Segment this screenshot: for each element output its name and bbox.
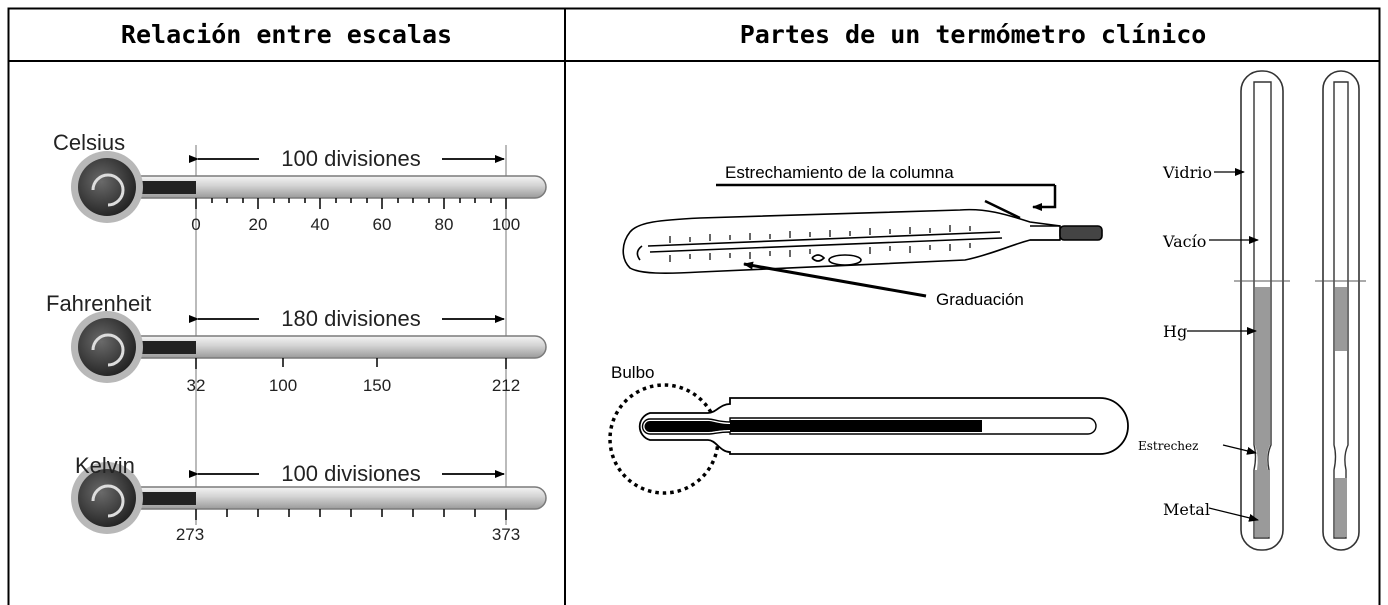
bulb-thermometer [638,397,1129,455]
vacuum-label: Vacío [1162,232,1206,251]
vertical-thermometer [1234,70,1290,551]
mercury-label: Hg [1163,322,1187,341]
celsius-label: Celsius [53,130,125,155]
narrowing-pointer [984,199,1021,220]
sketch-graduation-marks [669,225,971,262]
celsius-tick-label: 100 [492,215,520,234]
kelvin-tick-label: 373 [492,525,520,544]
metal-label: Metal [1163,500,1210,519]
fahrenheit-label: Fahrenheit [46,291,151,316]
fahrenheit-tick-label: 100 [269,376,297,395]
label-leaders [1187,168,1259,522]
kelvin-thermometer [71,462,547,534]
kelvin-span-label: 100 divisiones [281,461,420,486]
left-panel-header: Relación entre escalas [120,19,453,49]
graduation-label: Graduación [936,290,1024,309]
fahrenheit-tick-label: 212 [492,376,520,395]
fahrenheit-ticks [195,358,507,369]
glass-label: Vidrio [1162,163,1212,182]
right-panel-header: Partes de un termómetro clínico [739,19,1207,49]
fahrenheit-tick-label: 150 [363,376,391,395]
celsius-tick-label: 20 [249,215,268,234]
celsius-span-label: 100 divisiones [281,146,420,171]
kelvin-ticks [195,509,507,520]
celsius-tick-label: 60 [373,215,392,234]
celsius-ticks [195,198,507,209]
fahrenheit-thermometer [71,311,547,383]
fahrenheit-tick-label: 32 [187,376,206,395]
bulb-label: Bulbo [611,363,654,382]
celsius-tick-label: 40 [311,215,330,234]
narrowing-label: Estrechamiento de la columna [725,163,954,182]
kelvin-tick-label: 273 [176,525,204,544]
graduation-arrow [743,261,927,298]
thermometer-sketch [622,208,1103,274]
vertical-thermometer-small [1315,70,1366,551]
kelvin-label: Kelvin [75,453,135,478]
celsius-tick-label: 80 [435,215,454,234]
narrowing-arrow [1032,185,1057,211]
fahrenheit-span-label: 180 divisiones [281,306,420,331]
celsius-tick-label: 0 [191,215,200,234]
constriction-label: Estrechez [1138,439,1198,453]
celsius-thermometer [71,151,547,223]
